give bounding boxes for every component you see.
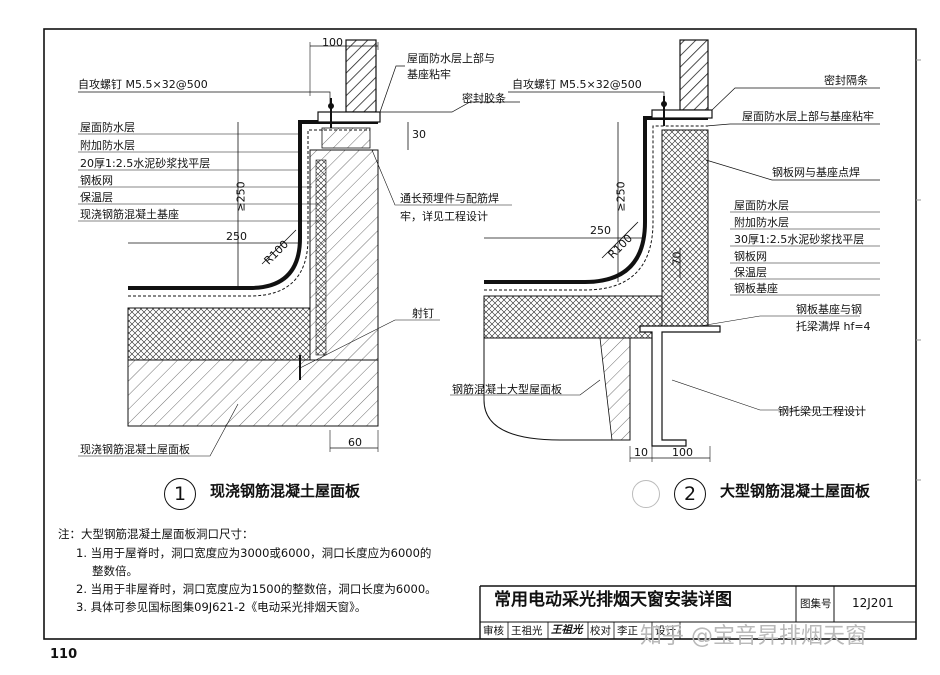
reviewer-signature: 王祖光	[551, 624, 583, 636]
title-block-lines	[479, 585, 916, 639]
d1-slab-label: 现浇钢筋混凝土屋面板	[80, 443, 190, 456]
d1-layer-1: 屋面防水层	[80, 121, 135, 134]
d1-layer-2: 附加防水层	[80, 139, 135, 152]
review-label: 审核	[483, 625, 504, 637]
d1-layer-5: 保温层	[80, 191, 113, 204]
d2-layer-4: 钢板网	[734, 250, 767, 263]
d1-layer-4: 钢板网	[80, 174, 113, 187]
d1-callout-top-2: 基座粘牢	[407, 68, 451, 81]
note-1b: 整数倍。	[92, 564, 138, 578]
d1-screw-label: 自攻螺钉 M5.5×32@500	[78, 78, 208, 91]
page-number: 110	[50, 647, 78, 662]
note-1a: 1. 当用于屋脊时，洞口宽度应为3000或6000，洞口长度应为6000的	[76, 546, 432, 560]
d1-detail-number: 1	[164, 478, 196, 510]
d2-dim-100: 100	[672, 446, 693, 459]
atlas-label: 图集号	[800, 598, 832, 610]
d2-layer-3: 30厚1:2.5水泥砂浆找平层	[734, 233, 865, 246]
d2-screw-label: 自攻螺钉 M5.5×32@500	[512, 78, 642, 91]
design-label: 设计	[655, 625, 676, 637]
d1-caption: 现浇钢筋混凝土屋面板	[210, 482, 361, 500]
d1-dim-top: 100	[322, 36, 343, 49]
d2-beam-label: 钢托梁见工程设计	[778, 405, 866, 418]
d1-embed-1: 通长预埋件与配筋焊	[400, 192, 499, 205]
d2-caption: 大型钢筋混凝土屋面板	[720, 482, 871, 500]
detail-2-drawing	[450, 39, 880, 462]
d2-dim-10: 10	[634, 446, 648, 459]
checker-name: 李正	[617, 625, 638, 637]
check-label: 校对	[590, 625, 611, 637]
d2-slab-label: 钢筋混凝土大型屋面板	[452, 383, 562, 396]
d2-layer-6: 钢板基座	[734, 282, 778, 295]
d1-dim-250h: 250	[226, 230, 247, 243]
d1-sealant-label: 密封胶条	[462, 92, 506, 105]
d2-detail-number: 2	[674, 478, 706, 510]
d2-layer-1: 屋面防水层	[734, 199, 789, 212]
d1-dim-250v: ≥250	[234, 181, 248, 212]
detail-1-drawing	[78, 39, 520, 457]
d1-dim-30: 30	[412, 128, 426, 141]
d2-dim-250v: ≥250	[614, 181, 628, 212]
notes-head: 注：大型钢筋混凝土屋面板洞口尺寸：	[58, 527, 254, 541]
note-2: 2. 当用于非屋脊时，洞口宽度应为1500的整数倍，洞口长度为6000。	[76, 582, 437, 596]
watermark: 知乎 @宝音昇排烟天窗	[640, 624, 867, 649]
d2-seal-strip: 密封隔条	[824, 74, 868, 87]
d1-embed-2: 牢，详见工程设计	[400, 210, 488, 223]
d2-ghost-circle	[632, 480, 660, 508]
d1-layer-6: 现浇钢筋混凝土基座	[80, 208, 179, 221]
drawing-title: 常用电动采光排烟天窗安装详图	[494, 590, 732, 610]
atlas-number: 12J201	[852, 596, 894, 610]
d1-dim-60: 60	[348, 436, 362, 449]
d2-mesh-weld: 钢板网与基座点焊	[772, 166, 860, 179]
note-3: 3. 具体可参见国标图集09J621-2《电动采光排烟天窗》。	[76, 600, 367, 614]
d1-callout-top-1: 屋面防水层上部与	[407, 52, 495, 65]
reviewer-name: 王祖光	[511, 625, 543, 637]
d2-callout-1: 屋面防水层上部与基座粘牢	[742, 110, 874, 123]
d2-weld-2: 托梁满焊 hf=4	[796, 320, 871, 333]
d1-nail-label: 射钉	[412, 307, 434, 320]
d2-dim-70: 70	[670, 251, 684, 266]
d2-dim-250h: 250	[590, 224, 611, 237]
d2-weld-1: 钢板基座与钢	[796, 303, 862, 316]
d2-layer-2: 附加防水层	[734, 216, 789, 229]
d1-layer-3: 20厚1:2.5水泥砂浆找平层	[80, 157, 211, 170]
d2-layer-5: 保温层	[734, 266, 767, 279]
